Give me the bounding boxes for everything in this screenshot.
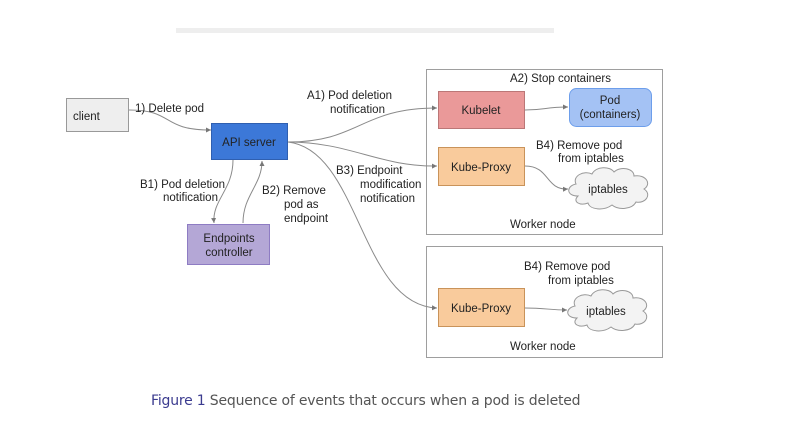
node-client-label: client <box>73 111 101 123</box>
node-kube-proxy-2-label: Kube-Proxy <box>451 303 511 315</box>
figure-caption-text: Sequence of events that occurs when a po… <box>209 393 581 409</box>
node-endpoints-controller: Endpoints controller <box>187 224 270 265</box>
cloud-icon <box>567 289 648 332</box>
label-b1-line1: B1) Pod deletion <box>140 179 225 191</box>
edge-a1 <box>287 105 438 143</box>
node-iptables-2: iptables <box>567 289 648 332</box>
node-client: client <box>66 98 129 132</box>
node-endpoints-controller-line1: Endpoints <box>203 233 254 245</box>
label-b4-1-line1: B4) Remove pod <box>536 140 622 152</box>
label-a2: A2) Stop containers <box>510 73 611 85</box>
edge-b4-1 <box>524 165 569 192</box>
edge-delete-pod <box>128 109 212 133</box>
label-b3-line1: B3) Endpoint <box>336 165 403 177</box>
node-api-server-label: API server <box>222 137 276 149</box>
node-kubelet: Kubelet <box>438 91 525 129</box>
label-b2-line3: endpoint <box>284 213 329 225</box>
node-pod-line2: (containers) <box>580 109 641 121</box>
node-endpoints-controller-line2: controller <box>205 247 252 259</box>
node-api-server: API server <box>211 123 288 160</box>
label-b2-line1: B2) Remove <box>262 185 326 197</box>
edge-b3 <box>287 141 438 169</box>
edge-b4-2 <box>524 307 568 313</box>
node-iptables-1: iptables <box>568 167 649 210</box>
label-b1-line2: notification <box>163 192 218 204</box>
label-b4-1-line2: from iptables <box>558 153 624 165</box>
figure-number: Figure 1 <box>151 393 206 409</box>
node-pod: Pod (containers) <box>569 88 652 127</box>
label-b4-2-line2: from iptables <box>548 275 614 287</box>
edge-to-kube-proxy-2 <box>287 141 438 311</box>
cloud-icon <box>568 167 649 210</box>
node-pod-line1: Pod <box>600 95 620 107</box>
label-b2-line2: pod as <box>284 199 319 211</box>
node-kubelet-label: Kubelet <box>461 105 501 117</box>
label-b3-line3: notification <box>360 193 415 205</box>
node-kube-proxy-1-label: Kube-Proxy <box>451 162 511 174</box>
edge-b1 <box>211 159 234 224</box>
node-kube-proxy-1: Kube-Proxy <box>438 147 525 186</box>
node-iptables-1-label: iptables <box>588 184 628 196</box>
edge-a2 <box>524 104 569 111</box>
worker-node-1-label: Worker node <box>510 219 576 231</box>
worker-node-2-label: Worker node <box>510 341 576 353</box>
node-iptables-2-label: iptables <box>586 306 626 318</box>
top-divider-bar <box>176 28 554 33</box>
label-b4-2-line1: B4) Remove pod <box>524 261 610 273</box>
label-a1-line2: notification <box>330 104 385 116</box>
label-delete-pod: 1) Delete pod <box>135 103 204 115</box>
edge-b2 <box>242 160 265 224</box>
label-a1-line1: A1) Pod deletion <box>307 90 392 102</box>
label-b3-line2: modification <box>360 179 421 191</box>
figure-caption: Figure 1 Sequence of events that occurs … <box>151 393 581 409</box>
node-kube-proxy-2: Kube-Proxy <box>438 288 525 327</box>
